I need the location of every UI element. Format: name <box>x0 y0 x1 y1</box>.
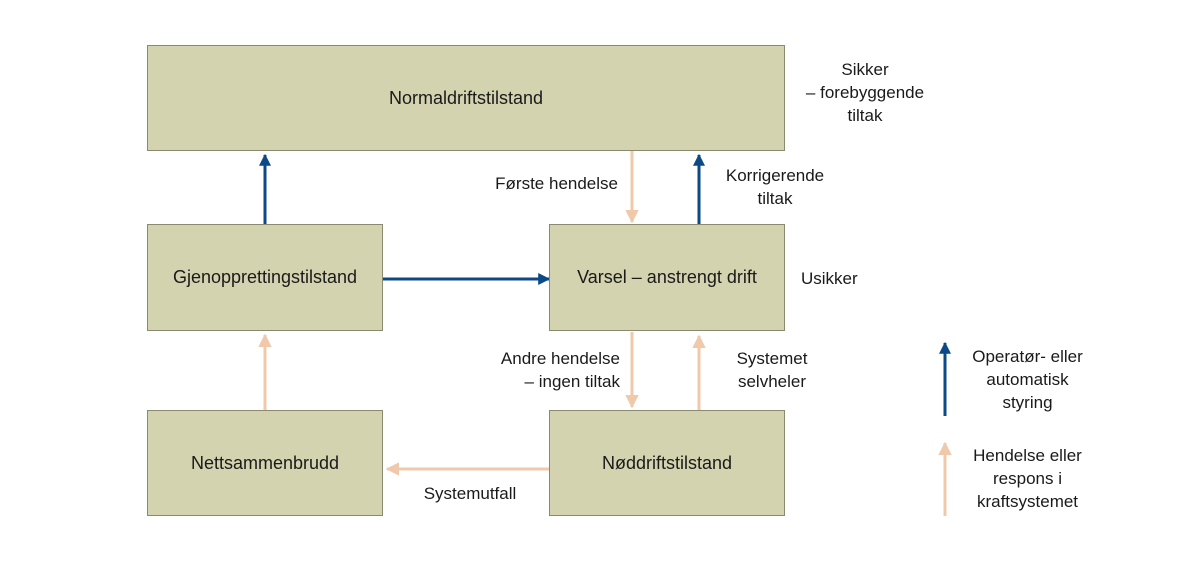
label-secure: Sikker – forebyggende tiltak <box>790 58 940 127</box>
legend-event-line-2: respons i <box>993 469 1062 488</box>
label-system-failure: Systemutfall <box>423 484 517 503</box>
label-second-event: Andre hendelse – ingen tiltak <box>501 347 620 393</box>
state-blackout: Nettsammenbrudd <box>147 410 383 516</box>
legend-control-line-1: Operatør- eller <box>972 347 1083 366</box>
state-emergency: Nøddriftstilstand <box>549 410 785 516</box>
legend-control-line-3: styring <box>1002 393 1053 412</box>
state-normal: Normaldriftstilstand <box>147 45 785 151</box>
state-alert: Varsel – anstrengt drift <box>549 224 785 331</box>
legend-control-text: Operatør- eller automatisk styring <box>955 345 1100 414</box>
label-self-heal-line-1: Systemet <box>736 349 808 368</box>
legend-event-line-3: kraftsystemet <box>976 492 1079 511</box>
legend-event-text: Hendelse eller respons i kraftsystemet <box>955 444 1100 513</box>
label-insecure: Usikker <box>801 269 858 288</box>
label-first-event: Første hendelse <box>495 174 618 193</box>
state-restoration: Gjenopprettingstilstand <box>147 224 383 331</box>
legend-control-line-2: automatisk <box>986 370 1069 389</box>
label-corrective: Korrigerende tiltak <box>710 164 840 210</box>
label-corrective-line-1: Korrigerende <box>725 166 825 185</box>
label-self-heal: Systemet selvheler <box>712 347 832 393</box>
label-secure-line-2: – forebyggende <box>805 83 925 102</box>
label-secure-line-3: tiltak <box>847 106 883 125</box>
label-secure-line-1: Sikker <box>841 60 889 79</box>
label-corrective-line-2: tiltak <box>757 189 793 208</box>
label-second-event-line-1: Andre hendelse <box>500 349 620 368</box>
legend-event-line-1: Hendelse eller <box>973 446 1082 465</box>
label-second-event-line-2: – ingen tiltak <box>524 372 620 391</box>
label-self-heal-line-2: selvheler <box>737 372 807 391</box>
